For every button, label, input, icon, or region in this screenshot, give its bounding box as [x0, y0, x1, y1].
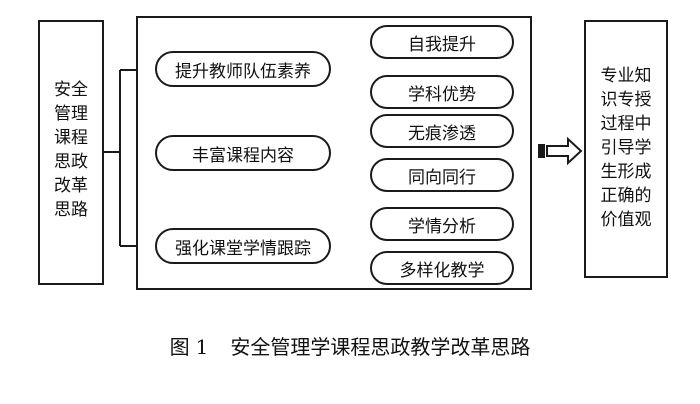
figure-label: 图 [169, 335, 190, 359]
figure-number: 1 [195, 335, 209, 359]
category-label: 提升教师队伍素养 [175, 61, 311, 82]
item-learning-analysis: 学情分析 [370, 207, 514, 241]
category-course-content: 丰富课程内容 [155, 135, 331, 171]
item-self-improvement: 自我提升 [370, 25, 514, 59]
item-label: 学情分析 [408, 216, 476, 237]
left-box: 安全 管理 课程 思政 改革 思路 [38, 20, 104, 285]
item-diverse-teaching: 多样化教学 [370, 251, 514, 285]
connector-left-main [104, 69, 136, 247]
right-box-text: 专业知 识专授 过程中 引导学 生形成 正确的 价值观 [600, 66, 652, 230]
right-arrow-icon [538, 136, 583, 166]
item-discipline-advantage: 学科优势 [370, 75, 514, 109]
item-seamless-infiltration: 无痕渗透 [370, 114, 514, 148]
item-same-direction: 同向同行 [370, 158, 514, 192]
category-learning-tracking: 强化课堂学情跟踪 [155, 228, 331, 264]
category-label: 丰富课程内容 [192, 145, 294, 166]
figure-title: 安全管理学课程思政教学改革思路 [230, 335, 531, 359]
left-box-text: 安全 管理 课程 思政 改革 思路 [54, 80, 88, 220]
item-label: 无痕渗透 [408, 123, 476, 144]
category-label: 强化课堂学情跟踪 [175, 238, 311, 259]
item-label: 学科优势 [408, 84, 476, 105]
category-teacher-quality: 提升教师队伍素养 [155, 51, 331, 87]
item-label: 同向同行 [408, 167, 476, 188]
item-label: 自我提升 [408, 34, 476, 55]
item-label: 多样化教学 [399, 260, 485, 281]
right-box: 专业知 识专授 过程中 引导学 生形成 正确的 价值观 [584, 20, 668, 278]
